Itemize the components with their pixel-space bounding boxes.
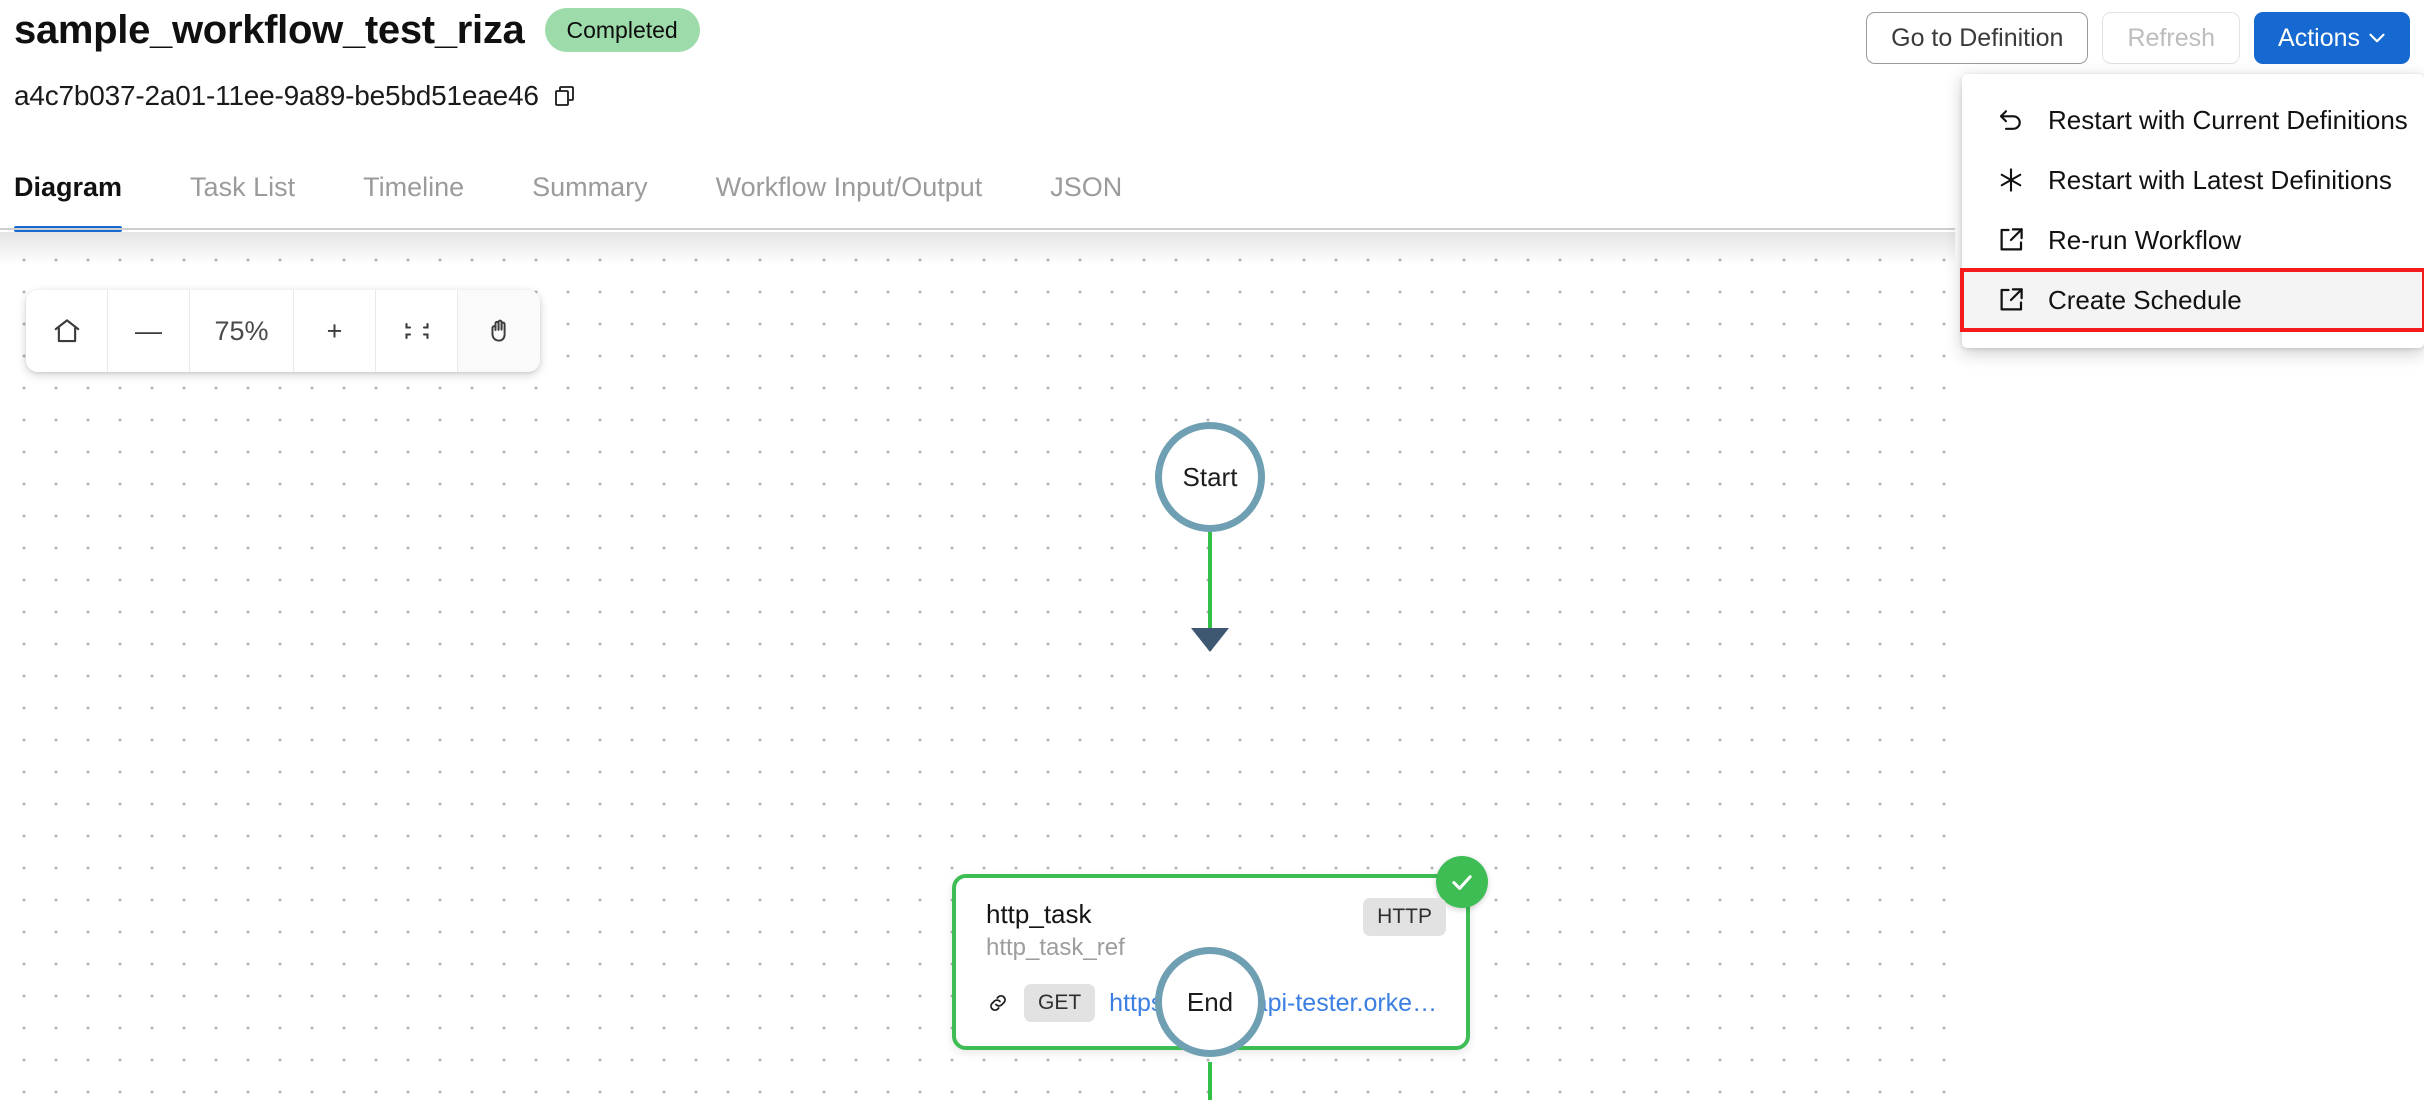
zoom-out-button[interactable]: — bbox=[108, 290, 190, 372]
menu-item-restart-with-current-definitions[interactable]: Restart with Current Definitions bbox=[1962, 90, 2424, 150]
menu-item-label: Restart with Latest Definitions bbox=[2048, 164, 2392, 195]
home-icon[interactable] bbox=[26, 290, 108, 372]
tab-task-list[interactable]: Task List bbox=[190, 172, 296, 202]
task-type-chip: HTTP bbox=[1363, 898, 1446, 936]
header-actions: Go to Definition Refresh Actions bbox=[1866, 12, 2410, 64]
go-to-definition-button[interactable]: Go to Definition bbox=[1866, 12, 2089, 64]
zoom-in-button[interactable]: + bbox=[294, 290, 376, 372]
node-end-label: End bbox=[1186, 986, 1234, 1017]
tab-json[interactable]: JSON bbox=[1050, 172, 1123, 202]
workflow-id: a4c7b037-2a01-11ee-9a89-be5bd51eae46 bbox=[14, 80, 539, 111]
tab-bar-divider bbox=[0, 228, 1955, 230]
actions-button-label: Actions bbox=[2278, 23, 2360, 52]
menu-item-re-run-workflow[interactable]: Re-run Workflow bbox=[1962, 210, 2424, 270]
actions-button[interactable]: Actions bbox=[2254, 12, 2410, 64]
tab-workflow-input-output[interactable]: Workflow Input/Output bbox=[715, 172, 983, 202]
fit-view-icon[interactable] bbox=[376, 290, 458, 372]
workflow-id-row: a4c7b037-2a01-11ee-9a89-be5bd51eae46 bbox=[14, 80, 577, 112]
task-url-row: GET https://orkes-api-tester.orkescondu… bbox=[986, 984, 1446, 1022]
zoom-level-label: 75% bbox=[190, 290, 294, 372]
copy-icon[interactable] bbox=[553, 84, 577, 108]
menu-item-label: Re-run Workflow bbox=[2048, 224, 2242, 255]
page-title: sample_workflow_test_riza bbox=[14, 8, 525, 52]
status-badge: Completed bbox=[544, 8, 700, 52]
tab-diagram[interactable]: Diagram bbox=[14, 160, 150, 232]
task-success-check-icon bbox=[1436, 856, 1488, 908]
menu-item-label: Restart with Current Definitions bbox=[2048, 104, 2408, 135]
canvas-top-shadow bbox=[0, 232, 1955, 266]
edge-task-to-end bbox=[1208, 1062, 1212, 1100]
refresh-button[interactable]: Refresh bbox=[2102, 12, 2241, 64]
menu-item-label: Create Schedule bbox=[2048, 284, 2242, 315]
external-link-icon bbox=[1996, 225, 2026, 255]
tab-timeline[interactable]: Timeline bbox=[363, 172, 465, 202]
task-method-chip: GET bbox=[1024, 984, 1096, 1022]
title-row: sample_workflow_test_riza Completed bbox=[14, 8, 700, 52]
task-reference-name: http_task_ref bbox=[986, 933, 1125, 961]
node-start[interactable]: Start bbox=[1155, 422, 1265, 532]
node-start-label: Start bbox=[1182, 461, 1238, 492]
link-icon bbox=[986, 991, 1010, 1015]
chevron-down-icon bbox=[2364, 25, 2390, 51]
zoom-toolbar: — 75% + bbox=[26, 290, 540, 372]
asterisk-icon bbox=[1996, 165, 2026, 195]
edge-start-to-task bbox=[1208, 532, 1212, 650]
menu-item-restart-with-latest-definitions[interactable]: Restart with Latest Definitions bbox=[1962, 150, 2424, 210]
diagram-canvas[interactable]: — 75% + Start bbox=[0, 232, 1955, 1100]
node-end[interactable]: End bbox=[1155, 947, 1265, 1057]
undo-arrow-icon bbox=[1996, 105, 2026, 135]
menu-item-create-schedule[interactable]: Create Schedule bbox=[1960, 268, 2424, 332]
hand-pan-icon[interactable] bbox=[458, 290, 540, 372]
actions-dropdown-menu: Restart with Current Definitions Restart… bbox=[1960, 74, 2424, 348]
edge-arrow-to-task bbox=[1191, 628, 1229, 652]
task-titles: http_task http_task_ref bbox=[986, 898, 1125, 962]
task-header: http_task http_task_ref HTTP bbox=[986, 898, 1446, 962]
external-link-icon bbox=[1996, 285, 2026, 315]
task-name: http_task bbox=[986, 899, 1092, 929]
tab-summary[interactable]: Summary bbox=[532, 172, 648, 202]
